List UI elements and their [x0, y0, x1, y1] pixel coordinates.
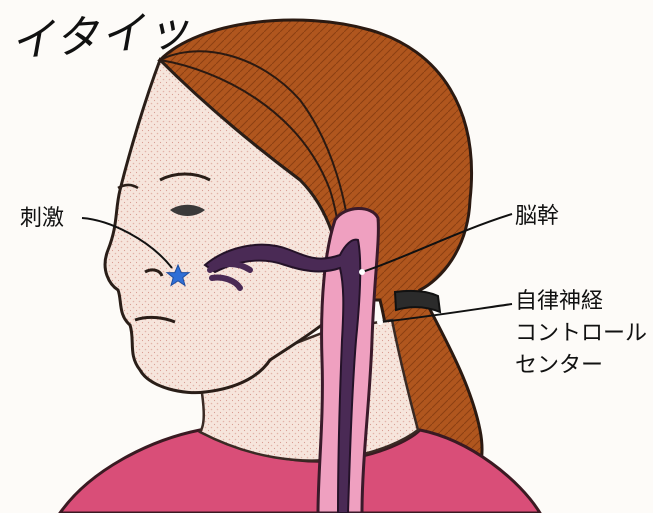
brainstem-dot: [359, 269, 365, 275]
stimulus-label: 刺激: [20, 200, 64, 232]
brainstem-label: 脳幹: [515, 198, 559, 230]
autonomic-line-3: センター: [515, 350, 647, 382]
autonomic-dot: [377, 319, 383, 325]
autonomic-line-1: 自律神経: [515, 286, 647, 318]
autonomic-center-label: 自律神経 コントロール センター: [515, 286, 647, 382]
autonomic-line-2: コントロール: [515, 318, 647, 350]
